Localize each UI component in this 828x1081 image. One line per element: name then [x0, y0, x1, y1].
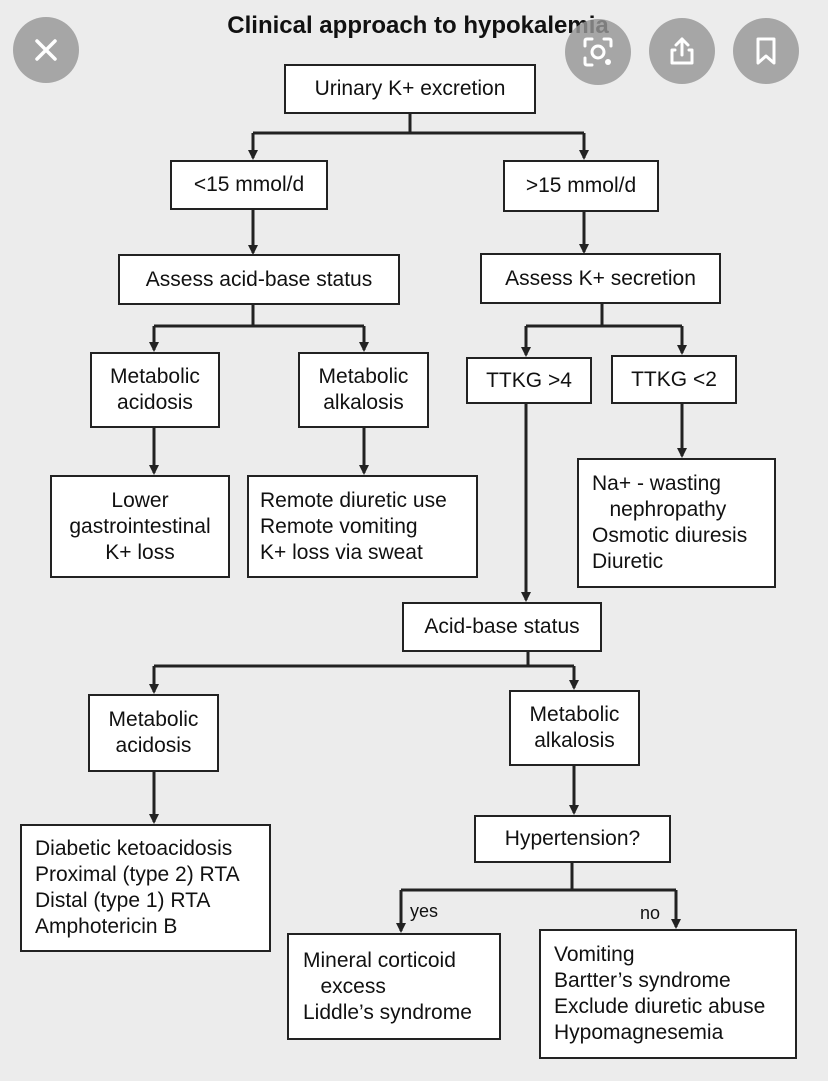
node-alkalosis-normotensive-causes: Vomiting Bartter’s syndrome Exclude diur… [539, 929, 797, 1059]
node-mineralocorticoid-excess: Mineral corticoid excess Liddle’s syndro… [287, 933, 501, 1040]
node-assess-acid-base-status: Assess acid-base status [118, 254, 400, 305]
node-label: Na+ - wasting nephropathy Osmotic diures… [592, 472, 748, 573]
node-label: <15 mmol/d [193, 173, 305, 196]
node-label: Acid-base status [424, 615, 580, 638]
node-ttkg-lt2: TTKG <2 [611, 355, 737, 404]
visual-search-button[interactable] [565, 19, 631, 85]
node-label: Metabolic acidosis [110, 365, 200, 414]
node-label: Hypertension? [504, 827, 641, 850]
node-acidosis-causes: Diabetic ketoacidosis Proximal (type 2) … [20, 824, 271, 952]
node-metabolic-acidosis-lower: Metabolic acidosis [88, 694, 219, 772]
node-metabolic-acidosis-upper: Metabolic acidosis [90, 352, 220, 428]
node-label: Diabetic ketoacidosis Proximal (type 2) … [35, 837, 240, 938]
node-label: TTKG >4 [486, 368, 572, 392]
node-label: Lower gastrointestinal K+ loss [69, 488, 211, 564]
node-label: >15 mmol/d [525, 174, 637, 197]
visual-search-icon [583, 37, 613, 67]
node-urinary-k-excretion: Urinary K+ excretion [284, 64, 536, 114]
edge-label-yes: yes [410, 901, 439, 921]
node-metabolic-alkalosis-upper: Metabolic alkalosis [298, 352, 429, 428]
node-label: Assess K+ secretion [505, 266, 696, 290]
node-remote-causes: Remote diuretic use Remote vomiting K+ l… [247, 475, 478, 578]
node-label: Metabolic acidosis [108, 708, 199, 757]
close-icon [35, 39, 57, 61]
node-lt15-mmol: <15 mmol/d [170, 160, 328, 210]
share-button[interactable] [649, 18, 715, 84]
node-label: Mineral corticoid excess Liddle’s syndro… [303, 948, 472, 1024]
node-lower-gi-k-loss: Lower gastrointestinal K+ loss [50, 475, 230, 578]
bookmark-button[interactable] [733, 18, 799, 84]
node-metabolic-alkalosis-lower: Metabolic alkalosis [509, 690, 640, 766]
node-na-wasting-nephropathy: Na+ - wasting nephropathy Osmotic diures… [577, 458, 776, 588]
node-ttkg-gt4: TTKG >4 [466, 357, 592, 404]
node-label: Metabolic alkalosis [318, 365, 409, 414]
node-assess-k-secretion: Assess K+ secretion [480, 253, 721, 304]
node-gt15-mmol: >15 mmol/d [503, 160, 659, 212]
node-label: Vomiting Bartter’s syndrome Exclude diur… [554, 943, 766, 1044]
diagram-title: Clinical approach to hypokalemia [227, 12, 609, 39]
share-icon [670, 37, 694, 65]
node-acid-base-status: Acid-base status [402, 602, 602, 652]
node-label: TTKG <2 [631, 367, 717, 391]
edge-label-no: no [640, 903, 661, 923]
node-hypertension-question: Hypertension? [474, 815, 671, 863]
node-label: Metabolic alkalosis [529, 703, 620, 752]
node-label: Assess acid-base status [145, 267, 373, 291]
node-label: Remote diuretic use Remote vomiting K+ l… [260, 488, 447, 564]
bookmark-icon [756, 37, 776, 65]
node-label: Urinary K+ excretion [314, 77, 506, 100]
close-button[interactable] [13, 17, 79, 83]
